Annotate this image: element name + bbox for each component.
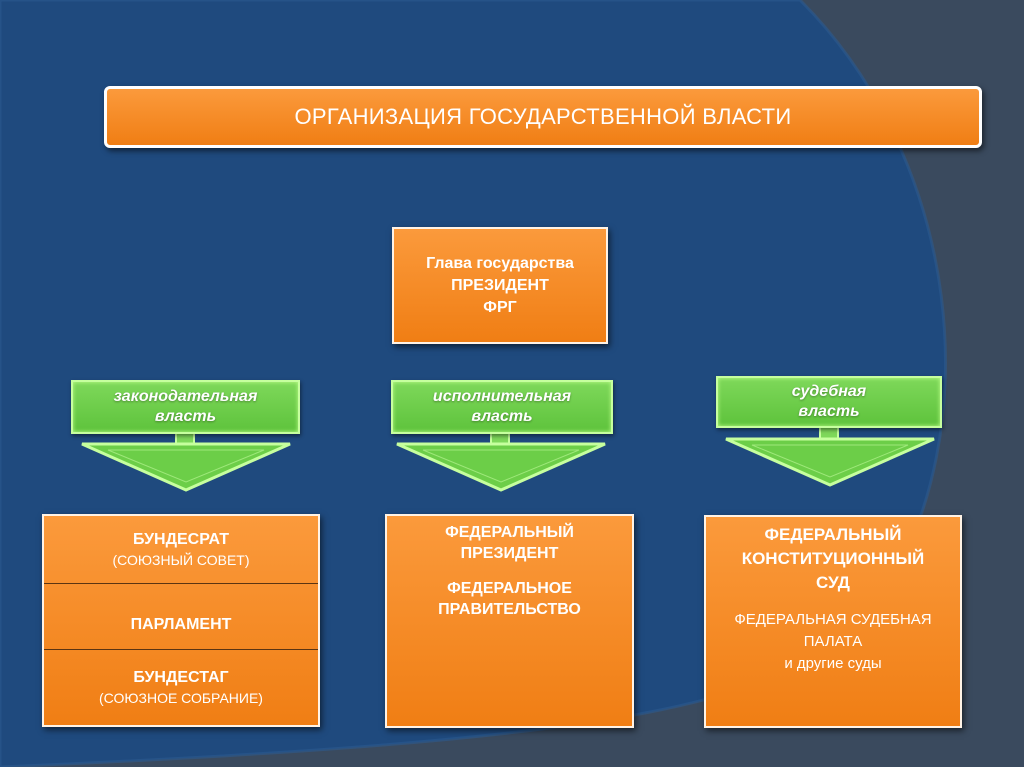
judicial-line-1: ФЕДЕРАЛЬНЫЙ: [764, 525, 902, 544]
head-of-state-box: Глава государства ПРЕЗИДЕНТ ФРГ: [392, 227, 608, 344]
bundesrat-section: БУНДЕСРАТ (СОЮЗНЫЙ СОВЕТ): [44, 516, 318, 584]
bundestag-section: БУНДЕСТАГ (СОЮЗНОЕ СОБРАНИЕ): [44, 650, 318, 725]
executive-line-2: ПРЕЗИДЕНТ: [460, 545, 559, 562]
head-line-3: ФРГ: [483, 298, 517, 316]
branch-legislative: законодательная власть: [71, 380, 300, 434]
branch-judicial-line-1: судебная: [791, 383, 867, 400]
branch-executive: исполнительная власть: [391, 380, 613, 434]
judicial-line-6: и другие суды: [784, 655, 882, 672]
executive-line-3: ФЕДЕРАЛЬНОЕ: [447, 580, 572, 597]
arrow-down-judicial: [725, 425, 935, 487]
judicial-line-5: ПАЛАТА: [803, 633, 863, 650]
executive-box: ФЕДЕРАЛЬНЫЙ ПРЕЗИДЕНТ ФЕДЕРАЛЬНОЕ ПРАВИТ…: [385, 514, 634, 728]
branch-executive-line-1: исполнительная: [432, 388, 572, 405]
executive-line-1: ФЕДЕРАЛЬНЫЙ: [445, 524, 574, 541]
branch-executive-line-2: власть: [471, 408, 533, 425]
diagram-title: ОРГАНИЗАЦИЯ ГОСУДАРСТВЕННОЙ ВЛАСТИ: [104, 86, 982, 148]
bundesrat-sublabel: (СОЮЗНЫЙ СОВЕТ): [112, 552, 250, 568]
arrow-down-legislative: [81, 430, 291, 492]
branch-judicial: судебная власть: [716, 376, 942, 428]
arrow-down-executive: [396, 430, 606, 492]
title-text: ОРГАНИЗАЦИЯ ГОСУДАРСТВЕННОЙ ВЛАСТИ: [294, 104, 792, 129]
judicial-line-3: СУД: [816, 573, 850, 592]
bundestag-label: БУНДЕСТАГ: [133, 669, 229, 686]
branch-judicial-line-2: власть: [798, 403, 860, 420]
judicial-line-4: ФЕДЕРАЛЬНАЯ СУДЕБНАЯ: [734, 611, 932, 628]
bundestag-sublabel: (СОЮЗНОЕ СОБРАНИЕ): [99, 690, 263, 706]
parliament-label: ПАРЛАМЕНТ: [130, 616, 232, 633]
legislative-box: БУНДЕСРАТ (СОЮЗНЫЙ СОВЕТ) ПАРЛАМЕНТ БУНД…: [42, 514, 320, 727]
judicial-box: ФЕДЕРАЛЬНЫЙ КОНСТИТУЦИОННЫЙ СУД ФЕДЕРАЛЬ…: [704, 515, 962, 728]
branch-legislative-line-2: власть: [154, 408, 217, 425]
branch-legislative-line-1: законодательная: [113, 388, 258, 405]
bundesrat-label: БУНДЕСРАТ: [132, 531, 230, 548]
judicial-line-2: КОНСТИТУЦИОННЫЙ: [741, 549, 925, 568]
head-line-2: ПРЕЗИДЕНТ: [451, 276, 549, 294]
head-line-1: Глава государства: [426, 254, 574, 272]
executive-line-4: ПРАВИТЕЛЬСТВО: [438, 601, 581, 618]
parliament-section: ПАРЛАМЕНТ: [44, 584, 318, 650]
